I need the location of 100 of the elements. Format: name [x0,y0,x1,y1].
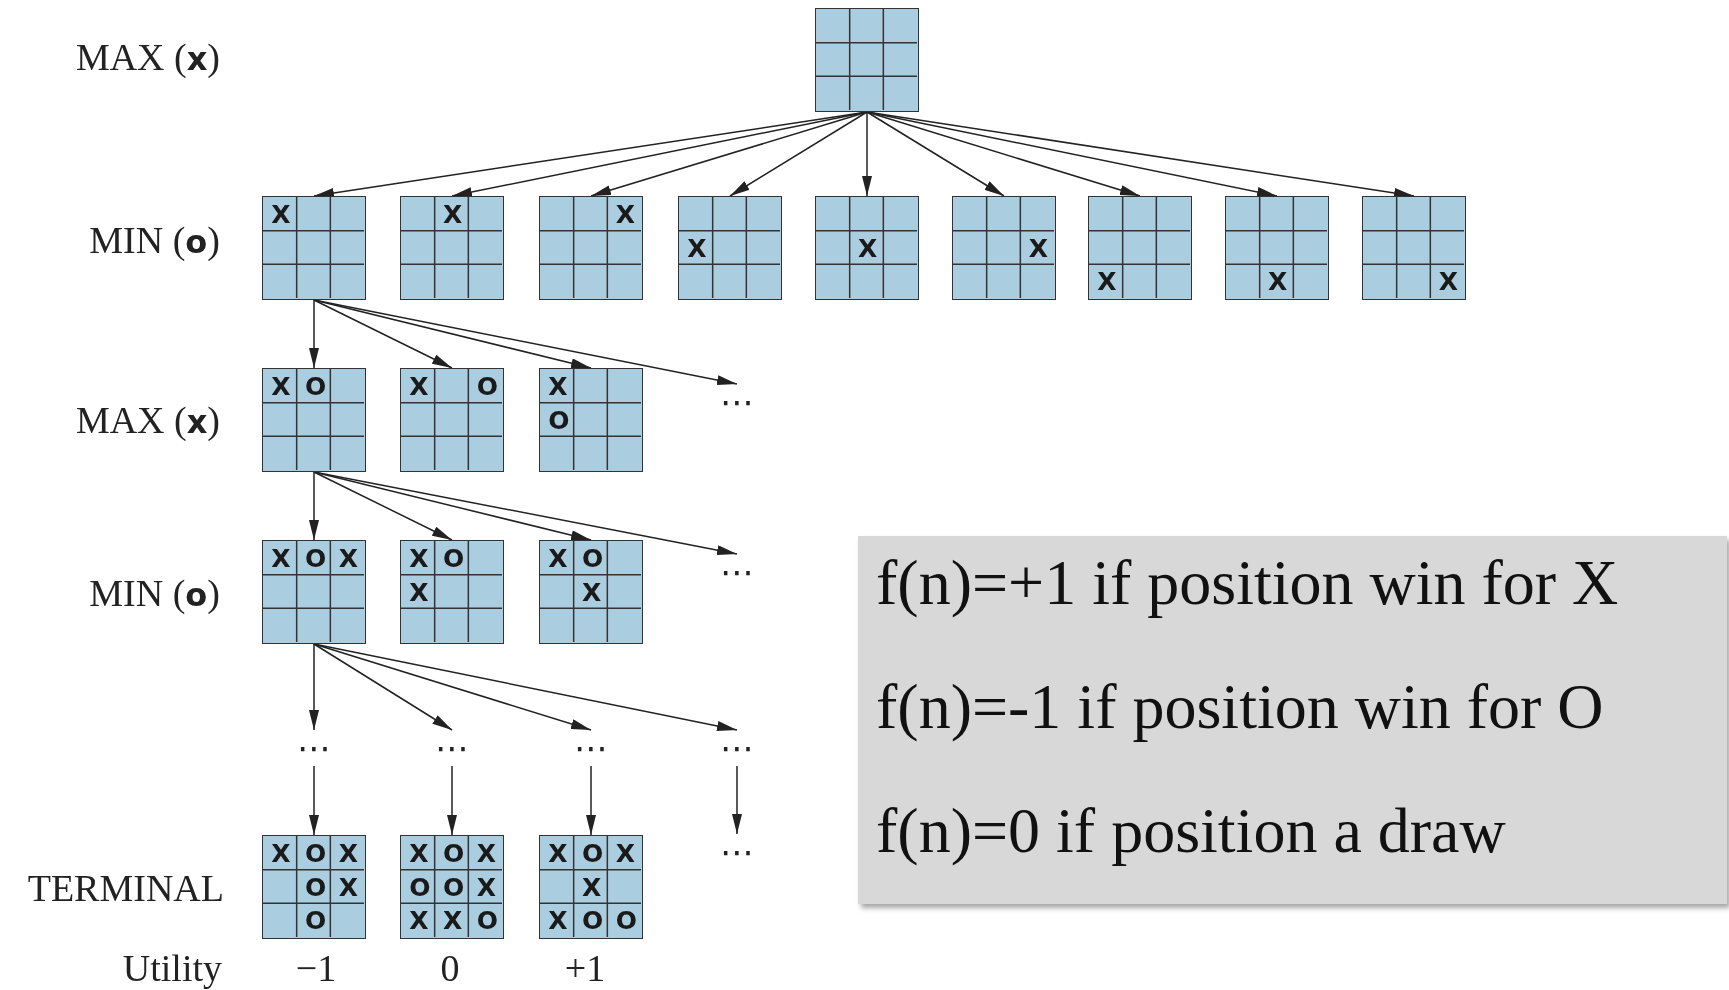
tic-tac-toe-board [1088,196,1192,300]
board-mark: O [443,840,465,866]
board-mark: O [615,908,637,934]
board-mark: X [548,545,568,571]
board-mark: X [582,579,602,605]
board-mark: O [305,373,327,399]
note-panel [858,536,1727,904]
rule-text: f(n)=-1 if position win for O [876,674,1604,740]
level-label: MAX (x) [75,38,220,76]
tic-tac-toe-board [539,540,643,644]
rule-text: f(n)=0 if position a draw [876,798,1506,864]
tic-tac-toe-board [539,835,643,939]
board-mark: O [582,840,604,866]
board-mark: O [305,874,327,900]
board-mark: X [1097,269,1117,295]
board-mark: X [476,874,496,900]
board-mark: O [582,908,604,934]
tic-tac-toe-board [400,196,504,300]
board-mark: X [271,840,291,866]
tic-tac-toe-board [952,196,1056,300]
board-mark: X [548,840,568,866]
arrow [309,299,319,369]
arrow [313,471,453,541]
tic-tac-toe-board [1225,196,1329,300]
board-mark: O [443,545,465,571]
utility-value: 0 [440,949,460,987]
level-label: MIN (o) [89,221,220,259]
board-mark: X [409,840,429,866]
board-mark: O [305,908,327,934]
board-mark: O [476,373,498,399]
arrow [309,765,319,836]
level-label: TERMINAL [27,869,224,907]
arrow [590,111,868,197]
level-label: MIN (o) [89,574,220,612]
board-mark: X [409,908,429,934]
tic-tac-toe-board [400,540,504,644]
tic-tac-toe-board [678,196,782,300]
board-mark: X [338,874,358,900]
arrow [447,765,457,836]
board-mark: X [582,874,602,900]
board-mark: X [338,840,358,866]
board-mark: O [476,908,498,934]
tic-tac-toe-board [262,196,366,300]
row-label: Utility [122,949,222,987]
arrow [309,643,319,731]
board-mark: X [271,373,291,399]
tic-tac-toe-board [400,368,504,472]
board-mark: X [338,545,358,571]
tic-tac-toe-board [539,368,643,472]
board-mark: X [1438,269,1458,295]
board-mark: O [409,874,431,900]
board-mark: O [305,840,327,866]
board-mark: X [615,201,635,227]
tic-tac-toe-board [262,835,366,939]
board-mark: X [1268,269,1288,295]
tic-tac-toe-board [1362,196,1466,300]
arrow [313,643,592,731]
arrow [313,299,453,369]
tic-tac-toe-board [539,196,643,300]
board-mark: X [271,545,291,571]
tic-tac-toe-board [815,8,919,112]
board-mark: O [582,545,604,571]
board-mark: X [687,235,707,261]
ellipsis: ⋯ [707,834,767,870]
arrow [309,471,319,541]
ellipsis: ⋯ [707,554,767,590]
board-mark: O [305,545,327,571]
ellipsis: ⋯ [284,730,344,766]
board-mark: X [858,235,878,261]
arrow [729,111,868,197]
board-mark: O [548,407,570,433]
board-mark: O [443,874,465,900]
tic-tac-toe-board [262,540,366,644]
ellipsis: ⋯ [422,730,482,766]
board-mark: X [409,579,429,605]
ellipsis: ⋯ [707,730,767,766]
tic-tac-toe-board [262,368,366,472]
board-mark: X [1028,235,1048,261]
tic-tac-toe-board [400,835,504,939]
level-label: MAX (x) [75,401,220,439]
utility-value: −1 [295,949,337,987]
arrow [732,765,742,835]
board-mark: X [548,373,568,399]
rule-text: f(n)=+1 if position win for X [876,550,1619,616]
board-mark: X [548,908,568,934]
board-mark: X [271,201,291,227]
board-mark: X [443,201,463,227]
arrow [866,111,1141,197]
board-mark: X [615,840,635,866]
utility-value: +1 [564,949,606,987]
arrow [866,111,1005,197]
board-mark: X [409,545,429,571]
ellipsis: ⋯ [707,384,767,420]
arrow [862,111,872,197]
arrow [586,765,596,836]
arrow [313,643,453,731]
board-mark: X [476,840,496,866]
ellipsis: ⋯ [561,730,621,766]
board-mark: X [443,908,463,934]
board-mark: X [409,373,429,399]
